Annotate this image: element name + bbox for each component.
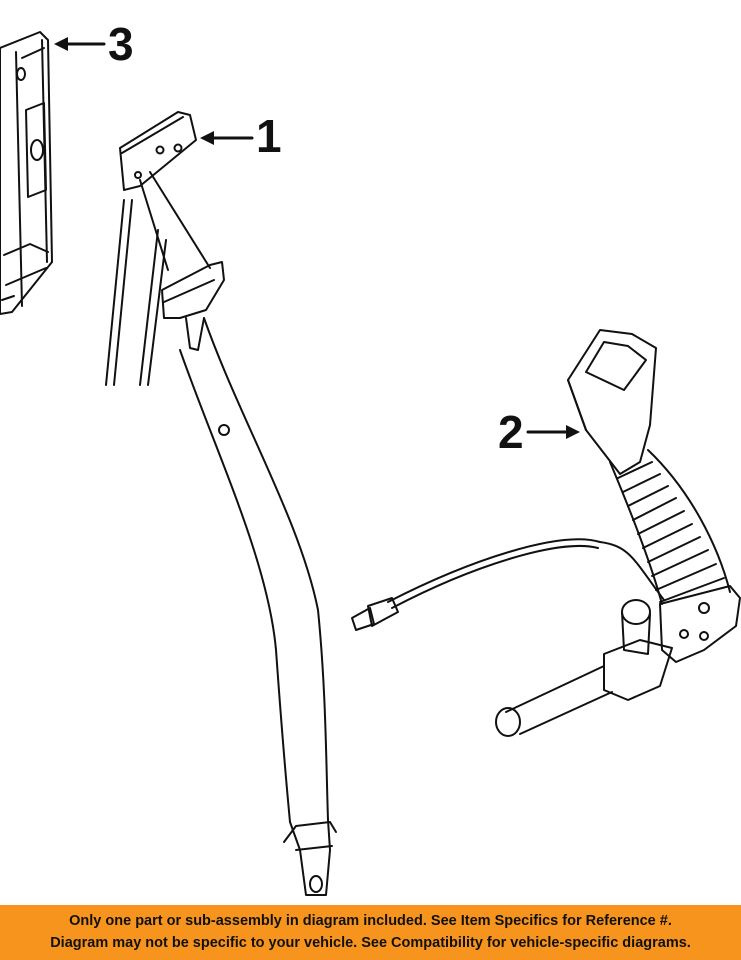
- seat-belt-webbing-part: [105, 111, 337, 896]
- pillar-bracket-part: [0, 31, 53, 315]
- disclaimer-line-1: Only one part or sub-assembly in diagram…: [69, 913, 672, 929]
- parts-diagram: 1 2 3: [0, 18, 741, 896]
- callout-arrows: [60, 42, 574, 434]
- callout-label-3: 3: [108, 18, 134, 70]
- callout-label-2: 2: [498, 406, 524, 458]
- disclaimer-banner: Only one part or sub-assembly in diagram…: [0, 905, 741, 960]
- callout-label-1: 1: [256, 110, 282, 162]
- disclaimer-line-2: Diagram may not be specific to your vehi…: [50, 935, 691, 951]
- seat-belt-buckle-part: [351, 329, 741, 737]
- callout-arrowheads: [54, 37, 580, 439]
